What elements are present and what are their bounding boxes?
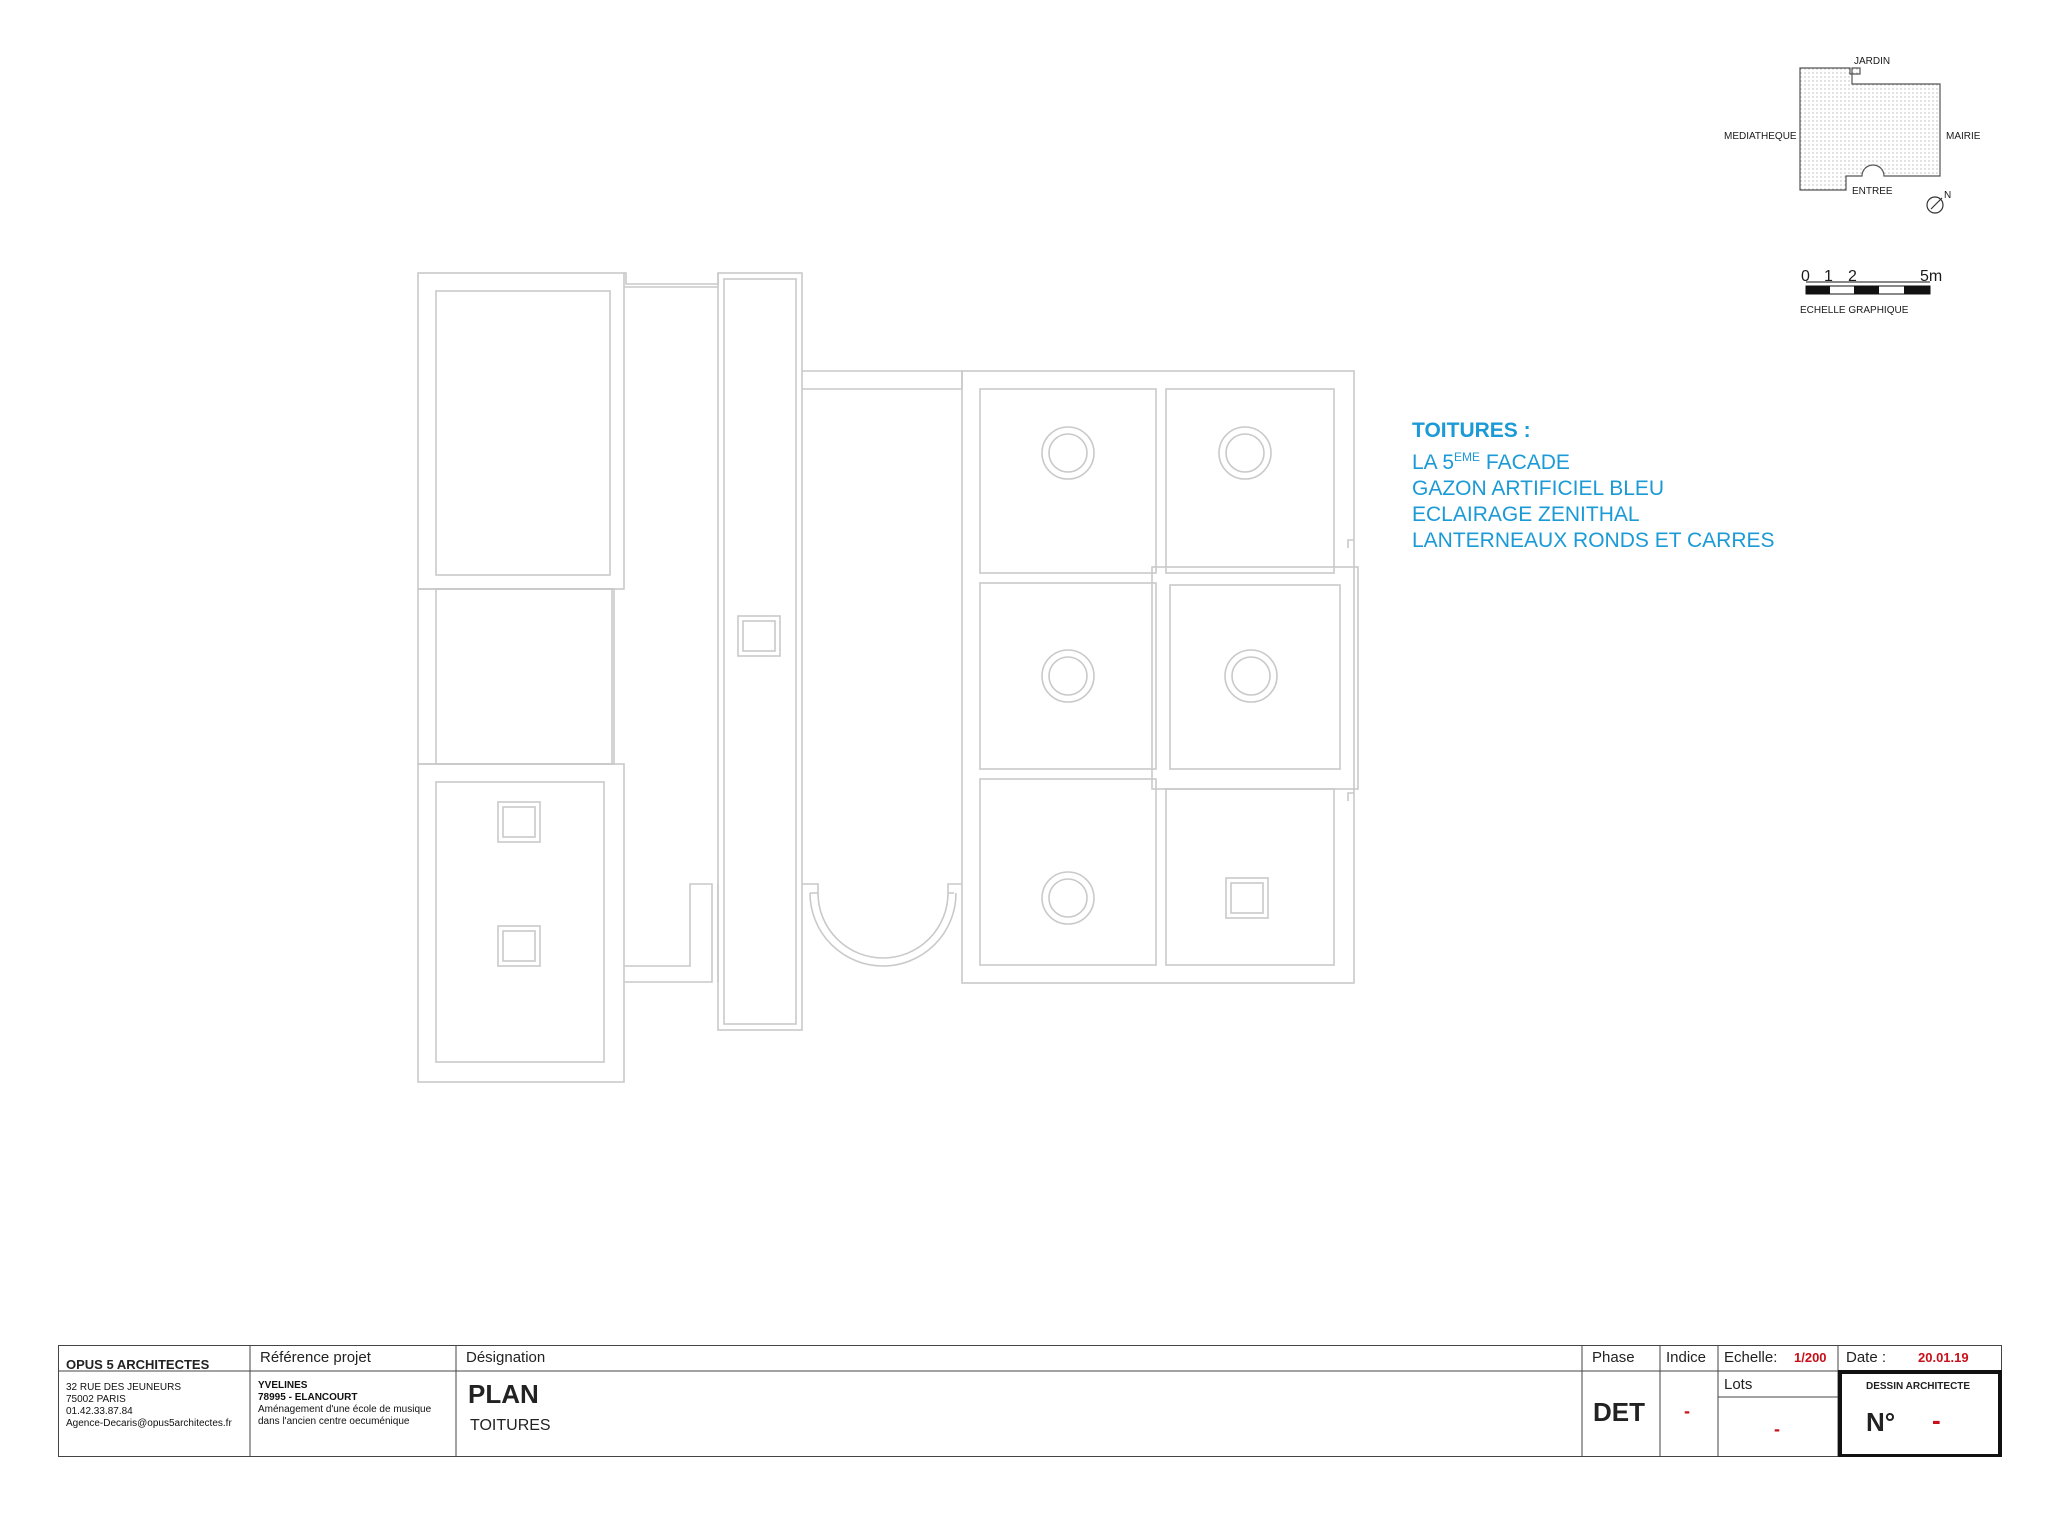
scale-tick-2: 2: [1848, 268, 1857, 285]
roof-block-left-top: [417, 272, 625, 590]
indice-value: -: [1684, 1401, 1690, 1421]
firm-address-1: 32 RUE DES JEUNEURS: [66, 1382, 182, 1393]
numero-value: -: [1932, 1405, 1941, 1435]
roof-block-left-top-inner: [435, 290, 611, 576]
key-map-label-south: ENTREE: [1852, 186, 1893, 197]
skylight-round-5: [1041, 871, 1095, 925]
skylight-square-2-inner: [502, 930, 536, 962]
scale-bar-graphic: [1805, 281, 1931, 295]
skylight-round-4: [1224, 649, 1278, 703]
entrance-arch: [817, 892, 949, 959]
echelle-value: 1/200: [1794, 1350, 1827, 1365]
date-value: 20.01.19: [1918, 1350, 1969, 1365]
phase-label: Phase: [1592, 1349, 1635, 1366]
notes-line-1: LA 5EME FACADE: [1412, 450, 1570, 474]
central-hall-outline: [802, 370, 963, 390]
key-map-label-west: MEDIATHEQUE: [1724, 131, 1797, 142]
date-label: Date :: [1846, 1349, 1887, 1366]
designation-title: PLAN: [468, 1379, 539, 1409]
skylight-round-group: [1041, 426, 1278, 925]
dessin-label: DESSIN ARCHITECTE: [1866, 1381, 1971, 1392]
roof-block-raised: [1151, 566, 1359, 790]
roof-strip-central-inner: [723, 278, 797, 1025]
firm-email: Agence-Decaris@opus5architectes.fr: [66, 1418, 232, 1429]
roof-block-left-bottom: [417, 763, 625, 1083]
firm-address-2: 75002 PARIS: [66, 1394, 126, 1405]
phase-value: DET: [1593, 1397, 1645, 1427]
notes-heading: TOITURES :: [1412, 419, 1531, 442]
roof-block-left-mid: [417, 588, 615, 765]
notes-line-3: ECLAIRAGE ZENITHAL: [1412, 503, 1640, 526]
compass-icon: [1926, 196, 1944, 214]
designation-subtitle: TOITURES: [470, 1417, 551, 1434]
ref-label: Référence projet: [260, 1349, 371, 1366]
ref-line-4: dans l'ancien centre oecuménique: [258, 1416, 410, 1427]
notes-line-2: GAZON ARTIFICIEL BLEU: [1412, 477, 1665, 500]
title-block-grid: [58, 1345, 2002, 1457]
skylight-round-2: [1218, 426, 1272, 480]
roof-block-left-mid-inner: [435, 588, 613, 765]
skylight-square-3-inner: [742, 620, 776, 652]
firm-name: OPUS 5 ARCHITECTES: [66, 1357, 210, 1372]
corridor-outline: [624, 272, 719, 285]
echelle-label: Echelle:: [1724, 1349, 1778, 1366]
skylight-round-3: [1041, 649, 1095, 703]
lots-label: Lots: [1724, 1376, 1753, 1393]
roof-block-left-bottom-inner: [435, 781, 605, 1063]
skylight-square-4: [1225, 877, 1269, 919]
skylight-square-3: [737, 615, 781, 657]
roof-strip-central: [717, 272, 803, 1031]
key-map-footprint: [1799, 67, 1941, 191]
scale-tick-1: 1: [1824, 268, 1833, 285]
scale-tick-0: 0: [1801, 268, 1810, 285]
scale-tick-5m: 5m: [1920, 268, 1943, 285]
key-map-label-east: MAIRIE: [1946, 131, 1981, 142]
roof-notes: TOITURES : LA 5EME FACADE GAZON ARTIFICI…: [1412, 418, 1775, 554]
compass-label: N: [1944, 190, 1952, 201]
skylight-square-1-inner: [502, 806, 536, 838]
skylight-square-1: [497, 801, 541, 843]
scale-caption: ECHELLE GRAPHIQUE: [1800, 305, 1909, 316]
notes-line-4: LANTERNEAUX RONDS ET CARRES: [1412, 529, 1775, 552]
indice-label: Indice: [1666, 1349, 1707, 1366]
key-map-label-north: JARDIN: [1854, 56, 1891, 67]
designation-label: Désignation: [466, 1349, 546, 1366]
ref-line-1: YVELINES: [258, 1380, 308, 1391]
title-block: OPUS 5 ARCHITECTES 32 RUE DES JEUNEURS 7…: [58, 1345, 2002, 1457]
skylight-square-2: [497, 925, 541, 967]
numero-label: N°: [1866, 1407, 1896, 1437]
lots-value: -: [1774, 1419, 1780, 1439]
ref-line-3: Aménagement d'une école de musique: [258, 1404, 432, 1415]
skylight-round-1: [1041, 426, 1095, 480]
ref-line-2: 78995 - ELANCOURT: [258, 1392, 358, 1403]
firm-phone: 01.42.33.87.84: [66, 1406, 133, 1417]
roof-block-right: [961, 370, 1355, 984]
